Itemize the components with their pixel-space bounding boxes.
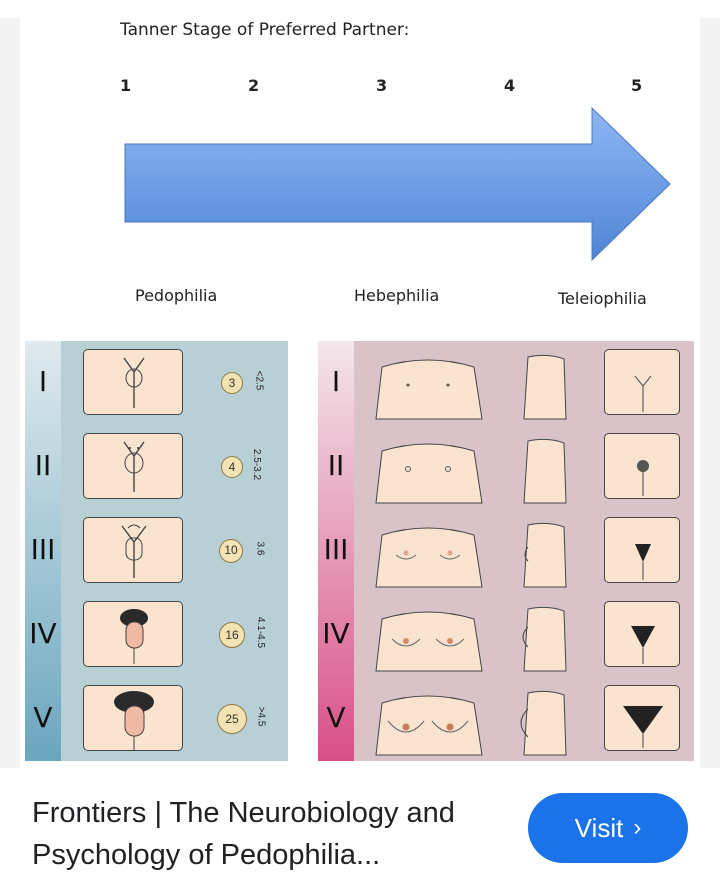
breast-front-illustration — [375, 527, 483, 588]
breast-side-illustration — [520, 690, 567, 756]
left-stage-column — [25, 341, 61, 761]
length-value: 2.5-3.2 — [251, 448, 263, 481]
breast-side-illustration — [522, 606, 567, 672]
stage-label-3: 3 — [376, 76, 388, 95]
figure-title: Tanner Stage of Preferred Partner: — [120, 20, 410, 40]
male-stage-numeral: I — [38, 365, 48, 398]
breast-front-illustration — [375, 359, 483, 420]
female-stage-numeral: III — [323, 533, 349, 566]
stage-label-4: 4 — [504, 76, 516, 95]
female-pubic-illustration — [604, 601, 680, 667]
term-teleiophilia: Teleiophilia — [558, 289, 647, 308]
testicular-volume: 16 — [219, 622, 245, 648]
male-stage-numeral: II — [34, 449, 52, 482]
testicular-volume: 25 — [217, 704, 247, 734]
female-pubic-illustration — [604, 349, 680, 415]
top-strip — [0, 0, 720, 18]
stage-label-2: 2 — [248, 76, 260, 95]
testicular-volume: 3 — [221, 372, 243, 394]
length-value: 4.1-4.5 — [255, 616, 267, 649]
testicular-volume: 4 — [221, 456, 243, 478]
breast-side-illustration — [523, 354, 567, 420]
length-value: <2.5 — [253, 370, 265, 391]
right-stage-column — [318, 341, 354, 761]
length-value: >4.5 — [255, 706, 267, 727]
male-illustration — [83, 685, 183, 751]
stage-label-1: 1 — [120, 76, 132, 95]
term-pedophilia: Pedophilia — [135, 286, 218, 305]
female-pubic-illustration — [604, 433, 680, 499]
male-stage-numeral: V — [33, 701, 53, 734]
breast-front-illustration — [375, 695, 483, 756]
stage-label-5: 5 — [631, 76, 643, 95]
female-tanner-panel: I II III — [318, 341, 694, 761]
testicular-volume: 10 — [219, 539, 243, 563]
result-caption[interactable]: Frontiers | The Neurobiology and Psychol… — [32, 797, 455, 871]
male-stage-numeral: IV — [29, 617, 57, 650]
male-illustration — [83, 601, 183, 667]
result-image[interactable]: Tanner Stage of Preferred Partner: 1 2 3… — [20, 18, 700, 768]
female-stage-numeral: IV — [322, 617, 350, 650]
image-viewer[interactable]: Tanner Stage of Preferred Partner: 1 2 3… — [0, 18, 720, 768]
breast-side-illustration — [523, 522, 567, 588]
progression-arrow — [124, 106, 671, 262]
female-stage-numeral: II — [327, 449, 345, 482]
female-pubic-illustration — [604, 517, 680, 583]
breast-front-illustration — [375, 443, 483, 504]
female-stage-numeral: I — [331, 365, 341, 398]
breast-front-illustration — [375, 611, 483, 672]
length-value: 3.6 — [254, 541, 266, 556]
male-illustration — [83, 517, 183, 583]
visit-button[interactable]: Visit › — [528, 793, 688, 863]
visit-label: Visit — [574, 812, 624, 843]
female-stage-numeral: V — [326, 701, 346, 734]
male-illustration — [83, 349, 183, 415]
term-hebephilia: Hebephilia — [354, 286, 440, 305]
male-tanner-panel: I 3 <2.5 II 4 2.5-3.2 III 1 — [25, 341, 288, 761]
chevron-right-icon: › — [633, 814, 642, 841]
breast-side-illustration — [523, 438, 567, 504]
male-illustration — [83, 433, 183, 499]
female-pubic-illustration — [604, 685, 680, 751]
male-stage-numeral: III — [30, 533, 56, 566]
